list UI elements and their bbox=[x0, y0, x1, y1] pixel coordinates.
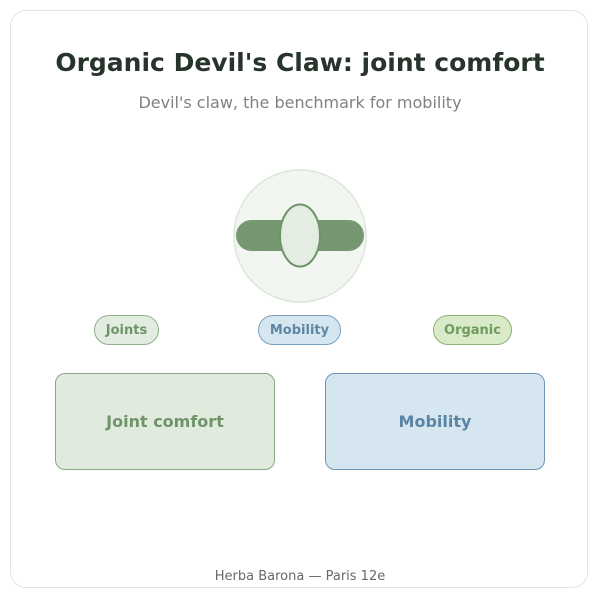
herbal-capsule-icon bbox=[232, 168, 368, 304]
benefit-joint-comfort: Joint comfort bbox=[55, 373, 275, 470]
page-title: Organic Devil's Claw: joint comfort bbox=[55, 48, 545, 77]
benefit-mobility: Mobility bbox=[325, 373, 545, 470]
tag-organic: Organic bbox=[433, 315, 512, 345]
tag-mobility: Mobility bbox=[258, 315, 341, 345]
emblem-oval bbox=[279, 203, 321, 268]
page-subtitle: Devil's claw, the benchmark for mobility bbox=[138, 93, 462, 112]
footer-text: Herba Barona — Paris 12e bbox=[214, 569, 386, 584]
tag-joints: Joints bbox=[94, 315, 159, 345]
